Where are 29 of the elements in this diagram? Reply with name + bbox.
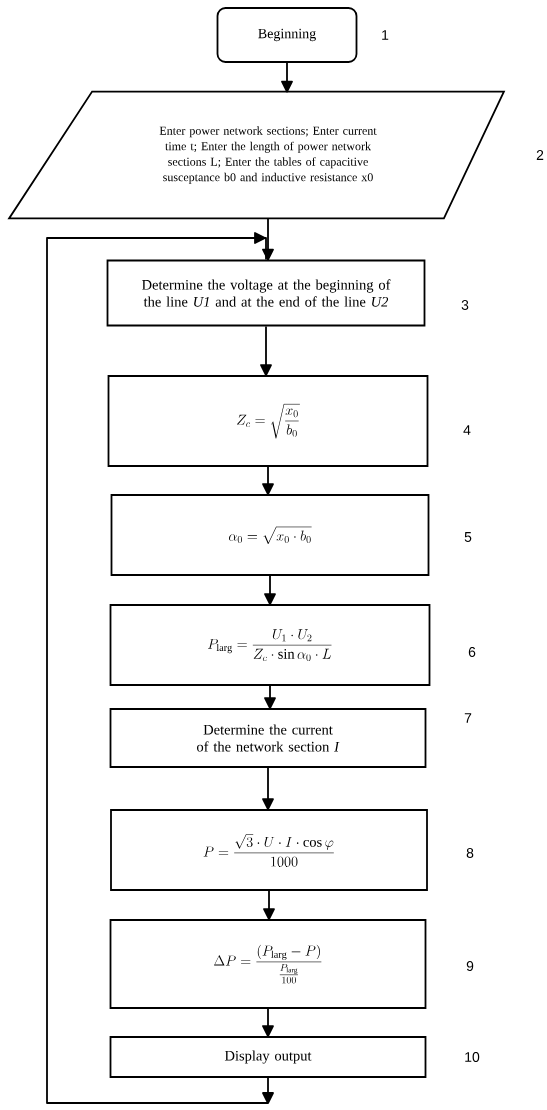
process-box: Determine the current of the network section I xyxy=(109,708,427,768)
arrow xyxy=(260,325,272,376)
step-number: 8 xyxy=(466,848,474,858)
arrow xyxy=(264,685,276,709)
formula-box: $\alpha_0 = \sqrt{x_0 \cdot b_0}$ xyxy=(110,494,430,576)
step-number: 10 xyxy=(465,1052,480,1062)
formula-box: $\Delta P = \frac{(P_{\mathrm{larg}} - P)}{\frac{P_{\mathrm{larg}}}{100}}$ xyxy=(109,919,427,1009)
step-number: 3 xyxy=(461,300,469,310)
step-number: 1 xyxy=(382,30,389,40)
arrow xyxy=(262,1008,274,1037)
arrow xyxy=(46,232,274,1104)
formula-box: $P_{\mathrm{larg}} = \frac{U_1 \cdot U_2}{Z_c \cdot \sin \alpha_0 \cdot L}$ xyxy=(109,604,431,686)
step-number: 5 xyxy=(464,532,472,542)
process-box: Display output xyxy=(109,1036,427,1078)
step-number: 4 xyxy=(463,425,471,435)
step-number: 9 xyxy=(466,961,474,971)
arrow xyxy=(263,890,275,920)
arrow xyxy=(262,767,274,810)
formula-box: $Z_c = \sqrt{\frac{x_0}{b_0}}$ xyxy=(107,375,429,467)
formula-box: $P = \frac{\sqrt{3} \cdot U \cdot I \cdot \cos \varphi}{1000}$ xyxy=(110,809,428,891)
arrow xyxy=(264,575,276,605)
process-box: Determine the voltage at the beginning of the line U1 and at the end of the line U2 xyxy=(106,259,426,327)
arrow xyxy=(262,217,274,261)
arrow xyxy=(281,62,293,93)
step-number: 7 xyxy=(464,713,472,723)
step-number: 6 xyxy=(468,647,476,657)
step-number: 2 xyxy=(536,150,544,160)
start-terminal: Beginning xyxy=(216,7,358,63)
arrow xyxy=(262,466,274,495)
